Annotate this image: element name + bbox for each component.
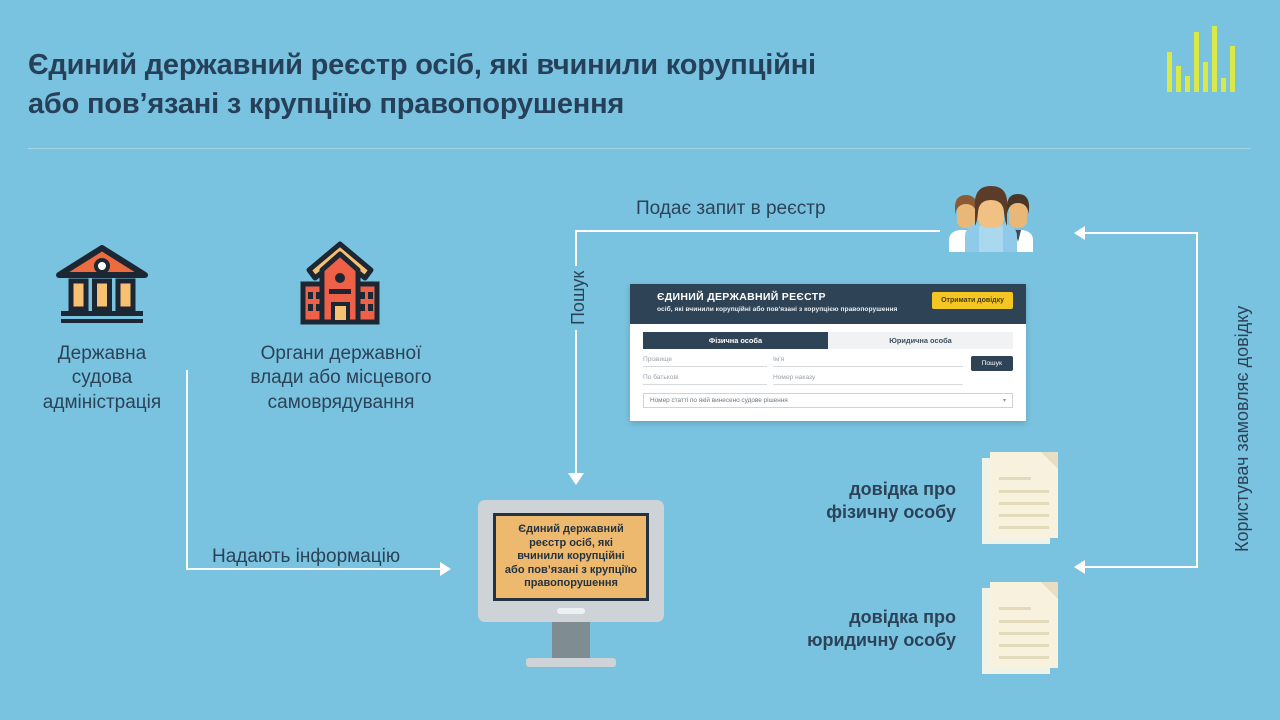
courthouse-icon [55, 245, 149, 323]
arrow-head-return-bottom [1074, 560, 1085, 574]
monitor-indicator [557, 608, 585, 614]
document-icon-individual [982, 452, 1062, 544]
browser-title: ЄДИНИЙ ДЕРЖАВНИЙ РЕЄСТР [657, 291, 826, 303]
logo-bar-3 [1194, 32, 1199, 92]
person-type-tabs: Фізична особа Юридична особа [643, 332, 1013, 349]
people-group-icon [935, 182, 1047, 252]
flow-label-request: Подає запит в реєстр [628, 198, 834, 220]
article-number-select[interactable]: Номер статті по якій винесено судове ріш… [643, 393, 1013, 408]
certificate-label-legal: довідка про юридичну особу [807, 607, 956, 651]
arrow-head-search [568, 473, 584, 485]
document-fold-corner [1041, 452, 1058, 469]
connector-request-horizontal [575, 230, 940, 232]
arrow-head-return-top [1074, 226, 1085, 240]
browser-header: ЄДИНИЙ ДЕРЖАВНИЙ РЕЄСТР осіб, які вчинил… [630, 284, 1026, 324]
logo-bar-2 [1185, 76, 1190, 92]
registry-monitor: Єдиний державний реєстр осіб, які вчинил… [478, 500, 664, 670]
logo-bar-5 [1212, 26, 1217, 92]
connector-return-bottom [1080, 566, 1198, 568]
surname-field[interactable]: Прізвище [643, 356, 767, 367]
flow-label-user-orders: Користувач замовляє довідку [1232, 305, 1252, 552]
browser-body: Фізична особа Юридична особа Прізвище Ім… [630, 324, 1026, 408]
monitor-screen: Єдиний державний реєстр осіб, які вчинил… [493, 513, 649, 601]
flow-label-search: Пошук [566, 265, 591, 330]
logo-bar-0 [1167, 52, 1172, 92]
source-label-court-admin: Державна судова адміністрація [42, 343, 162, 413]
logo-bar-4 [1203, 62, 1208, 92]
registry-browser-window[interactable]: ЄДИНИЙ ДЕРЖАВНИЙ РЕЄСТР осіб, які вчинил… [630, 284, 1026, 421]
connector-return-vertical [1196, 232, 1198, 568]
flow-label-provide-info: Надають інформацію [206, 546, 407, 568]
firstname-field[interactable]: Ім'я [773, 356, 963, 367]
document-front-page [990, 452, 1058, 538]
connector-return-top [1080, 232, 1198, 234]
logo-bar-6 [1221, 78, 1226, 92]
document-icon-legal [982, 582, 1062, 674]
tab-individual[interactable]: Фізична особа [643, 332, 828, 349]
logo-bar-7 [1230, 46, 1235, 92]
connector-horizontal-left [186, 568, 444, 570]
certificate-label-individual: довідка про фізичну особу [826, 479, 956, 523]
header-divider [28, 148, 1250, 149]
patronymic-field[interactable]: По батькові [643, 374, 767, 385]
document-fold-corner [1041, 582, 1058, 599]
search-button[interactable]: Пошук [970, 356, 1013, 371]
source-label-gov-bodies: Органи державної влади або місцевого сам… [250, 343, 432, 413]
article-number-select-label: Номер статті по якій винесено судове ріш… [650, 397, 788, 404]
get-certificate-button[interactable]: Отримати довідку [932, 292, 1013, 309]
arrow-head-provide-info [440, 562, 451, 576]
page-title: Єдиний державний реєстр осіб, які вчинил… [28, 49, 816, 120]
browser-subtitle: осіб, які вчинили корупційні або пов'яза… [657, 306, 898, 313]
logo-bar-1 [1176, 66, 1181, 92]
government-building-icon [295, 240, 385, 328]
equalizer-bars-logo [1165, 26, 1239, 92]
order-number-field[interactable]: Номер наказу [773, 374, 963, 385]
document-front-page [990, 582, 1058, 668]
tab-legal-entity[interactable]: Юридична особа [828, 332, 1013, 349]
monitor-screen-text: Єдиний державний реєстр осіб, які вчинил… [504, 523, 638, 590]
chevron-down-icon: ▾ [1002, 398, 1006, 404]
monitor-neck [552, 622, 590, 658]
connector-search-vertical [575, 230, 577, 475]
monitor-base [526, 658, 616, 667]
search-form: Прізвище Ім'я По батькові Номер наказу [643, 356, 1013, 385]
connector-vertical-left [186, 370, 188, 570]
